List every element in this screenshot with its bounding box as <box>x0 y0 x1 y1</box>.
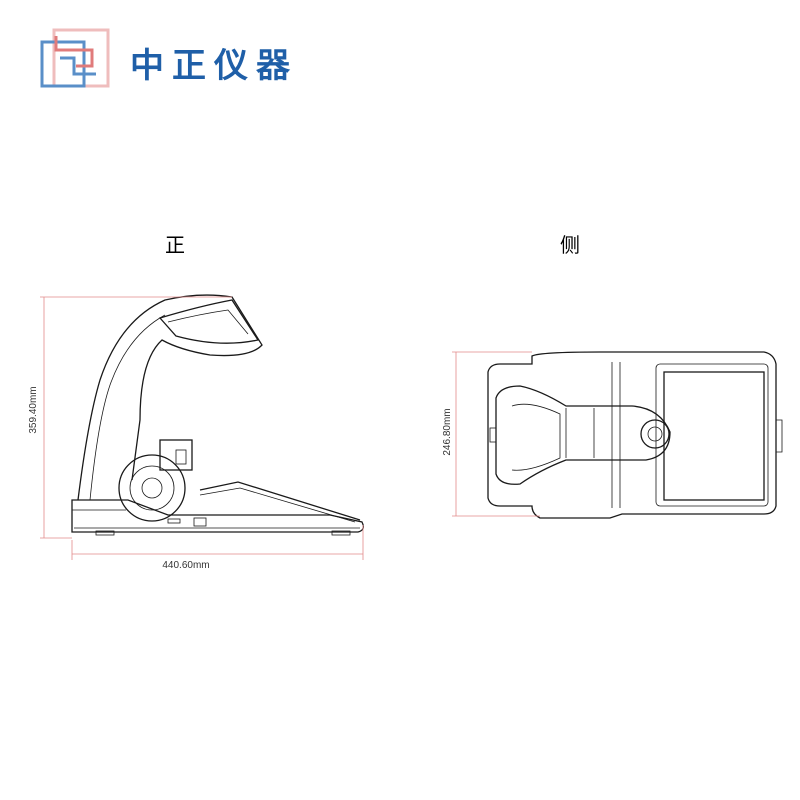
side-view-drawing: 246.80mm <box>442 351 783 519</box>
width-dimension-label: 440.60mm <box>162 560 209 571</box>
front-view-label: 正 <box>165 233 185 257</box>
front-view-drawing: 440.60mm 359.40mm <box>28 294 364 571</box>
brand-logo-icon <box>40 28 110 88</box>
brand-name: 中正仪器 <box>130 46 298 86</box>
height-dimension-label: 359.40mm <box>28 386 39 433</box>
side-height-dimension-label: 246.80mm <box>442 408 453 455</box>
side-view-label: 侧 <box>560 233 580 257</box>
